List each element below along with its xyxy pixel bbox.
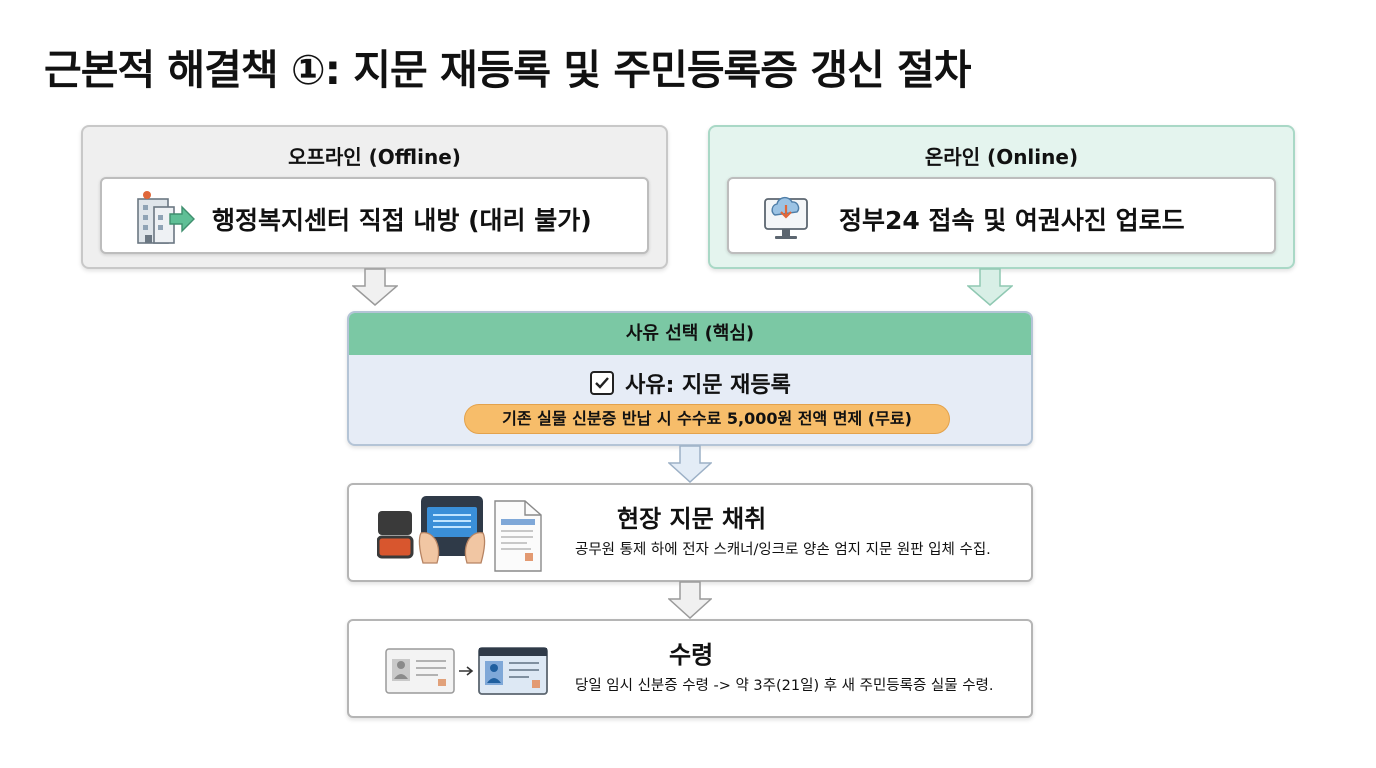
- reason-choice: 사유: 지문 재등록: [349, 367, 1031, 399]
- online-panel: 온라인 (Online) 정부24 접속 및 여권사진 업로드: [708, 125, 1295, 269]
- arrow-down-icon: [668, 445, 712, 483]
- fingerprint-capture-step: 현장 지문 채취 공무원 통제 하에 전자 스캐너/잉크로 양손 엄지 지문 원…: [347, 483, 1033, 582]
- offline-step-text: 행정복지센터 직접 내방 (대리 불가): [212, 206, 592, 235]
- arrow-down-icon: [352, 268, 398, 306]
- receive-description: 당일 임시 신분증 수령 -> 약 3주(21일) 후 새 주민등록증 실물 수…: [575, 678, 994, 694]
- offline-panel: 오프라인 (Offline) 행정복지센터 직접 내방 (대리 불가): [81, 125, 668, 269]
- receive-step: 수령 당일 임시 신분증 수령 -> 약 3주(21일) 후 새 주민등록증 실…: [347, 619, 1033, 718]
- reason-choice-text: 사유: 지문 재등록: [625, 373, 791, 398]
- online-step-card: 정부24 접속 및 여권사진 업로드: [727, 177, 1276, 254]
- arrow-down-icon: [967, 268, 1013, 306]
- receive-heading: 수령: [669, 641, 714, 669]
- checkbox-checked-icon: [589, 370, 615, 396]
- online-heading: 온라인 (Online): [924, 145, 1079, 169]
- capture-heading: 현장 지문 채취: [617, 505, 767, 533]
- reason-heading: 사유 선택 (핵심): [349, 313, 1031, 355]
- offline-heading: 오프라인 (Offline): [288, 145, 461, 169]
- online-step-text: 정부24 접속 및 여권사진 업로드: [839, 206, 1185, 235]
- capture-description: 공무원 통제 하에 전자 스캐너/잉크로 양손 엄지 지문 원판 입체 수집.: [575, 542, 991, 558]
- fingerprint-scanner-icon: [376, 493, 545, 577]
- cloud-upload-monitor-icon: [763, 189, 809, 249]
- id-card-icon: [385, 645, 549, 701]
- page-title: 근본적 해결책 ①: 지문 재등록 및 주민등록증 갱신 절차: [44, 46, 971, 94]
- offline-step-card: 행정복지센터 직접 내방 (대리 불가): [100, 177, 649, 254]
- arrow-down-icon: [668, 581, 712, 619]
- reason-selection-box: 사유 선택 (핵심) 사유: 지문 재등록 기존 실물 신분증 반납 시 수수료…: [347, 311, 1033, 446]
- government-building-icon: [134, 189, 196, 249]
- fee-waiver-badge: 기존 실물 신분증 반납 시 수수료 5,000원 전액 면제 (무료): [464, 404, 950, 434]
